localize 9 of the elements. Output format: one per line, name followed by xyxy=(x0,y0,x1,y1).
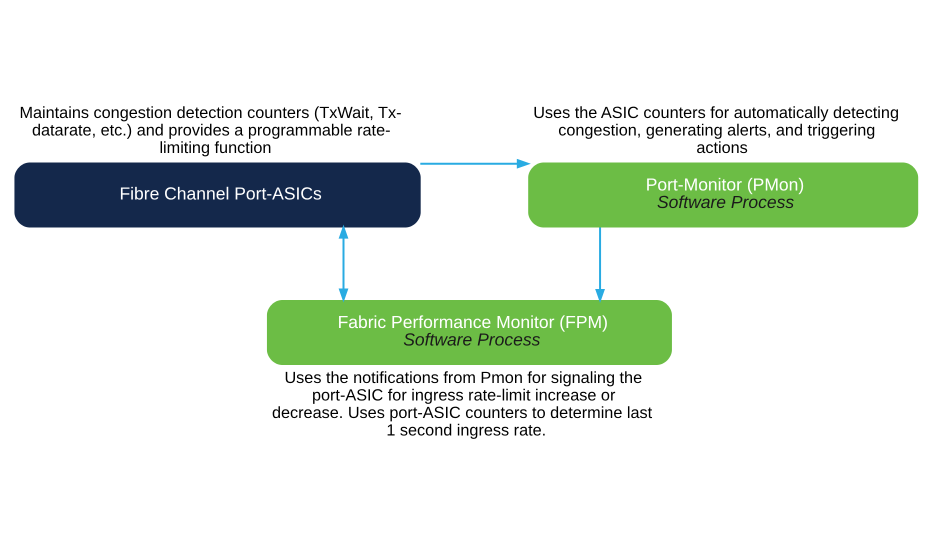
arrow xyxy=(338,224,348,302)
node-label: Maintains congestion detection counters (TxWait, Tx-datarate, etc.) and provides a programmable rate-limiting function xyxy=(19,104,402,156)
node-box: Port-Monitor (PMon) Software Process xyxy=(528,162,918,227)
arrow xyxy=(595,227,605,303)
node-label: Uses the notifications from Pmon for signaling the port-ASIC for ingress rate-limit increase or decrease. Uses port-ASIC counters to determine last 1 second ingress rate. xyxy=(272,368,652,439)
node-box: Fibre Channel Port-ASICs xyxy=(14,162,421,227)
node-box: Fabric Performance Monitor (FPM) Software Process xyxy=(266,300,672,364)
node-label: Uses the ASIC counters for automatically detecting congestion, generating alerts, and triggering actions xyxy=(533,104,899,156)
arrow xyxy=(420,158,531,168)
